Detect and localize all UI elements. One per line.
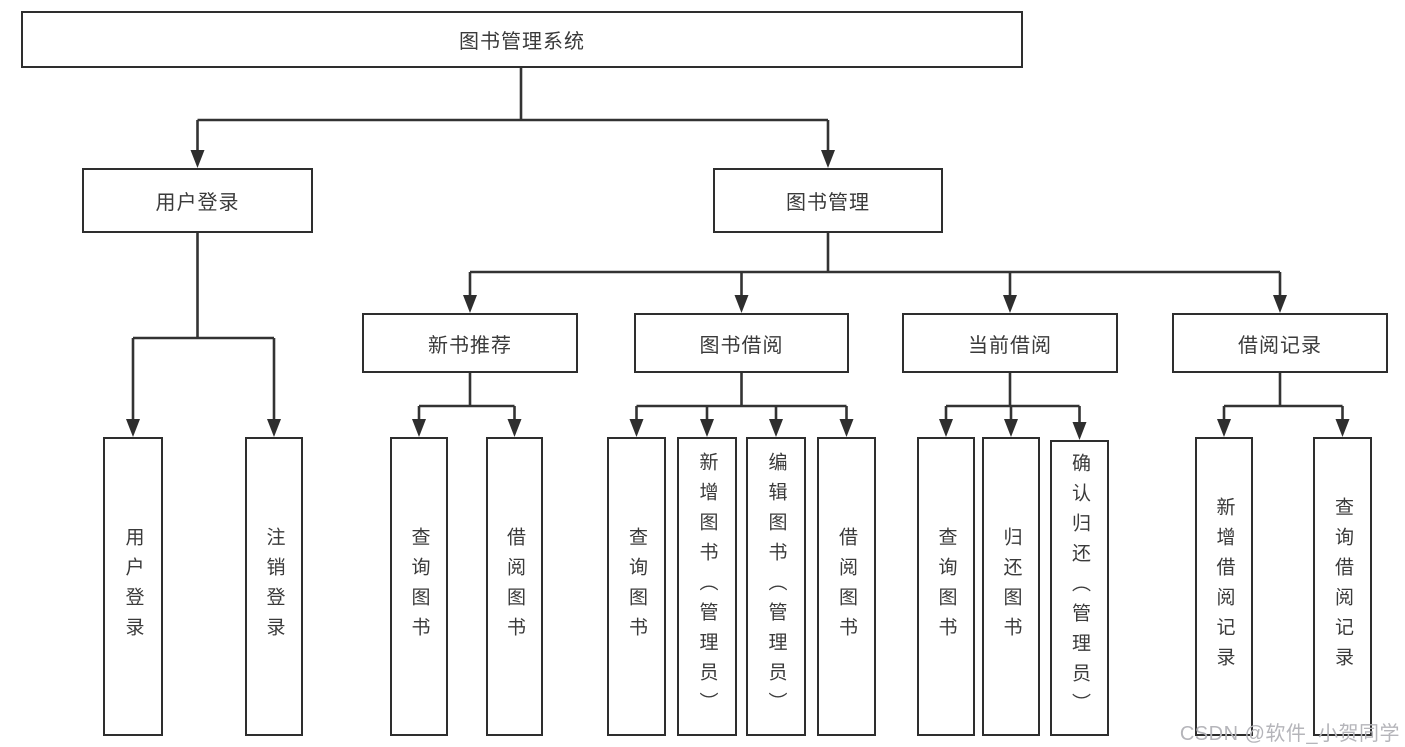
node-query-borrow-record: 查询借阅记录 [1313,437,1372,736]
node-label: 用户登录 [155,192,240,214]
node-label: 当前借阅 [968,334,1052,357]
node-edit-book-admin: 编辑图书（管理员） [746,437,806,736]
node-label: 图书管理 [786,192,870,214]
node-add-book-admin: 新增图书（管理员） [677,437,737,736]
node-label: 查询图书 [408,526,430,647]
node-query-books-recommend: 查询图书 [390,437,448,736]
node-return-books: 归还图书 [982,437,1040,736]
node-book-borrowing: 图书借阅 [634,313,849,373]
node-label: 查询图书 [626,526,647,647]
node-label: 查询图书 [935,526,957,647]
node-label: 归还图书 [1000,526,1022,647]
node-logout: 注销登录 [245,437,303,736]
node-library-system: 图书管理系统 [21,11,1023,68]
node-label: 图书管理系统 [459,31,585,53]
node-label: 借阅图书 [836,526,857,647]
node-query-books-current: 查询图书 [917,437,975,736]
node-label: 图书借阅 [699,334,784,357]
node-user-login-leaf: 用户登录 [103,437,163,736]
node-user-login: 用户登录 [82,168,313,233]
node-label: 用户登录 [122,526,144,647]
node-borrowing-records: 借阅记录 [1172,313,1388,373]
node-label: 查询借阅记录 [1332,496,1353,677]
node-label: 注销登录 [263,526,285,647]
node-add-borrow-record: 新增借阅记录 [1195,437,1253,736]
node-label: 新增借阅记录 [1213,496,1235,677]
node-current-borrowing: 当前借阅 [902,313,1118,373]
node-label: 确认归还（管理员） [1069,453,1090,723]
node-book-management: 图书管理 [713,168,943,233]
node-label: 借阅图书 [504,526,525,647]
node-borrow-books-recommend: 借阅图书 [486,437,543,736]
node-label: 借阅记录 [1238,334,1322,357]
node-label: 新书推荐 [428,334,512,357]
node-confirm-return-admin: 确认归还（管理员） [1050,440,1109,736]
node-label: 编辑图书（管理员） [765,451,787,722]
node-borrow-books-borrowing: 借阅图书 [817,437,876,736]
csdn-watermark: CSDN @软件_小贺同学 [1179,723,1400,745]
node-query-books-borrowing: 查询图书 [607,437,666,736]
node-label: 新增图书（管理员） [696,451,718,722]
node-new-book-recommendation: 新书推荐 [362,313,578,373]
